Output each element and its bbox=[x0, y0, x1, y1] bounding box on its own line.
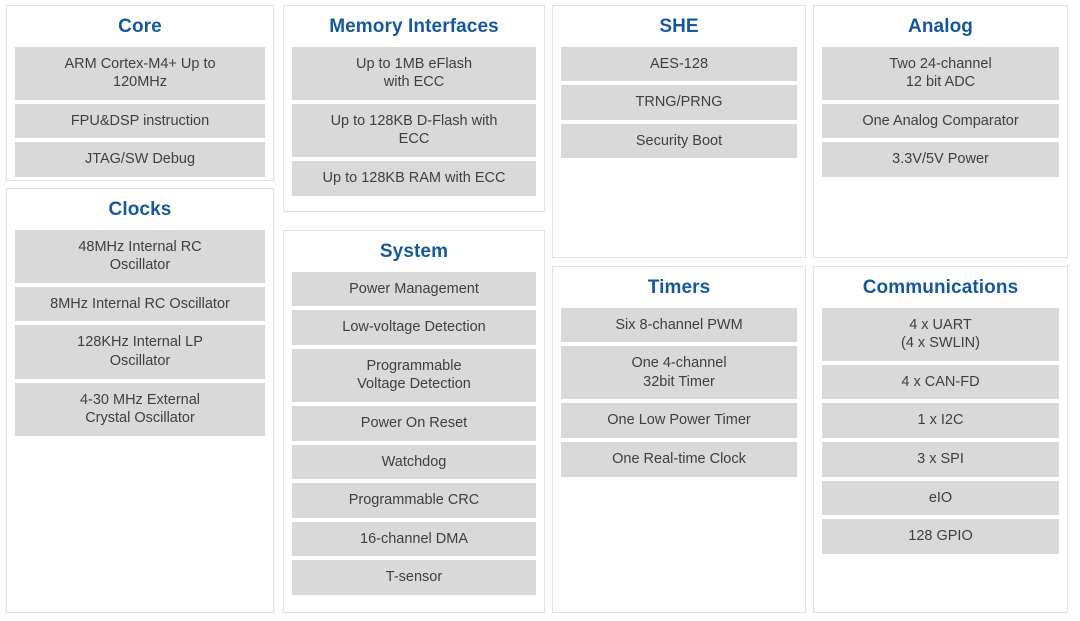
feature-item: One Real-time Clock bbox=[561, 442, 797, 477]
feature-item: FPU&DSP instruction bbox=[15, 103, 265, 139]
panel-title-memory-interfaces: Memory Interfaces bbox=[329, 16, 499, 37]
panel-items-system: Power Management Low-voltage Detection P… bbox=[284, 271, 544, 595]
panel-title-she: SHE bbox=[659, 16, 699, 37]
panel-items-analog: Two 24-channel 12 bit ADC One Analog Com… bbox=[814, 46, 1067, 178]
feature-item: Power On Reset bbox=[292, 406, 536, 441]
panel-title-core: Core bbox=[118, 16, 162, 37]
feature-item: Programmable CRC bbox=[292, 483, 536, 518]
feature-item: Low-voltage Detection bbox=[292, 310, 536, 345]
feature-item: ARM Cortex-M4+ Up to 120MHz bbox=[15, 46, 265, 100]
panel-title-system: System bbox=[379, 241, 449, 262]
feature-item: Power Management bbox=[292, 271, 536, 307]
feature-item: Up to 1MB eFlash with ECC bbox=[292, 46, 536, 100]
feature-item: 3 x SPI bbox=[822, 442, 1059, 477]
panel-communications: Communications 4 x UART (4 x SWLIN) 4 x … bbox=[813, 266, 1068, 613]
panel-items-she: AES-128 TRNG/PRNG Security Boot bbox=[553, 46, 805, 159]
feature-item: One 4-channel 32bit Timer bbox=[561, 346, 797, 400]
panel-timers: Timers Six 8-channel PWM One 4-channel 3… bbox=[552, 266, 806, 613]
feature-item: Two 24-channel 12 bit ADC bbox=[822, 46, 1059, 100]
feature-item: JTAG/SW Debug bbox=[15, 142, 265, 178]
panel-items-core: ARM Cortex-M4+ Up to 120MHz FPU&DSP inst… bbox=[7, 46, 273, 178]
panel-items-communications: 4 x UART (4 x SWLIN) 4 x CAN-FD 1 x I2C … bbox=[814, 307, 1067, 554]
feature-item: One Low Power Timer bbox=[561, 403, 797, 439]
panel-system: System Power Management Low-voltage Dete… bbox=[283, 230, 545, 613]
panel-clocks: Clocks 48MHz Internal RC Oscillator 8MHz… bbox=[6, 188, 274, 613]
panel-title-clocks: Clocks bbox=[108, 199, 172, 220]
feature-item: Watchdog bbox=[292, 444, 536, 480]
feature-item: AES-128 bbox=[561, 46, 797, 82]
feature-item: TRNG/PRNG bbox=[561, 85, 797, 120]
feature-item: eIO bbox=[822, 480, 1059, 516]
panel-analog: Analog Two 24-channel 12 bit ADC One Ana… bbox=[813, 5, 1068, 258]
feature-item: 48MHz Internal RC Oscillator bbox=[15, 229, 265, 283]
panel-memory-interfaces: Memory Interfaces Up to 1MB eFlash with … bbox=[283, 5, 545, 212]
feature-item: 4 x CAN-FD bbox=[822, 364, 1059, 400]
feature-item: 16-channel DMA bbox=[292, 521, 536, 557]
panel-items-memory-interfaces: Up to 1MB eFlash with ECC Up to 128KB D-… bbox=[284, 46, 544, 196]
feature-item: 128KHz Internal LP Oscillator bbox=[15, 325, 265, 379]
feature-item: 4-30 MHz External Crystal Oscillator bbox=[15, 382, 265, 436]
feature-item: 8MHz Internal RC Oscillator bbox=[15, 286, 265, 322]
feature-item: 1 x I2C bbox=[822, 403, 1059, 439]
feature-item: 4 x UART (4 x SWLIN) bbox=[822, 307, 1059, 361]
feature-item: Security Boot bbox=[561, 123, 797, 159]
feature-item: One Analog Comparator bbox=[822, 103, 1059, 139]
feature-item: T-sensor bbox=[292, 560, 536, 595]
feature-item: 128 GPIO bbox=[822, 519, 1059, 554]
panel-she: SHE AES-128 TRNG/PRNG Security Boot bbox=[552, 5, 806, 258]
panel-core: Core ARM Cortex-M4+ Up to 120MHz FPU&DSP… bbox=[6, 5, 274, 181]
panel-title-analog: Analog bbox=[908, 16, 973, 37]
feature-item: Up to 128KB D-Flash with ECC bbox=[292, 103, 536, 158]
panel-items-clocks: 48MHz Internal RC Oscillator 8MHz Intern… bbox=[7, 229, 273, 436]
panel-title-communications: Communications bbox=[862, 277, 1019, 298]
feature-item: 3.3V/5V Power bbox=[822, 142, 1059, 178]
feature-item: Up to 128KB RAM with ECC bbox=[292, 161, 536, 196]
panel-title-timers: Timers bbox=[647, 277, 711, 298]
feature-item: Six 8-channel PWM bbox=[561, 307, 797, 343]
panel-items-timers: Six 8-channel PWM One 4-channel 32bit Ti… bbox=[553, 307, 805, 477]
feature-item: Programmable Voltage Detection bbox=[292, 348, 536, 403]
